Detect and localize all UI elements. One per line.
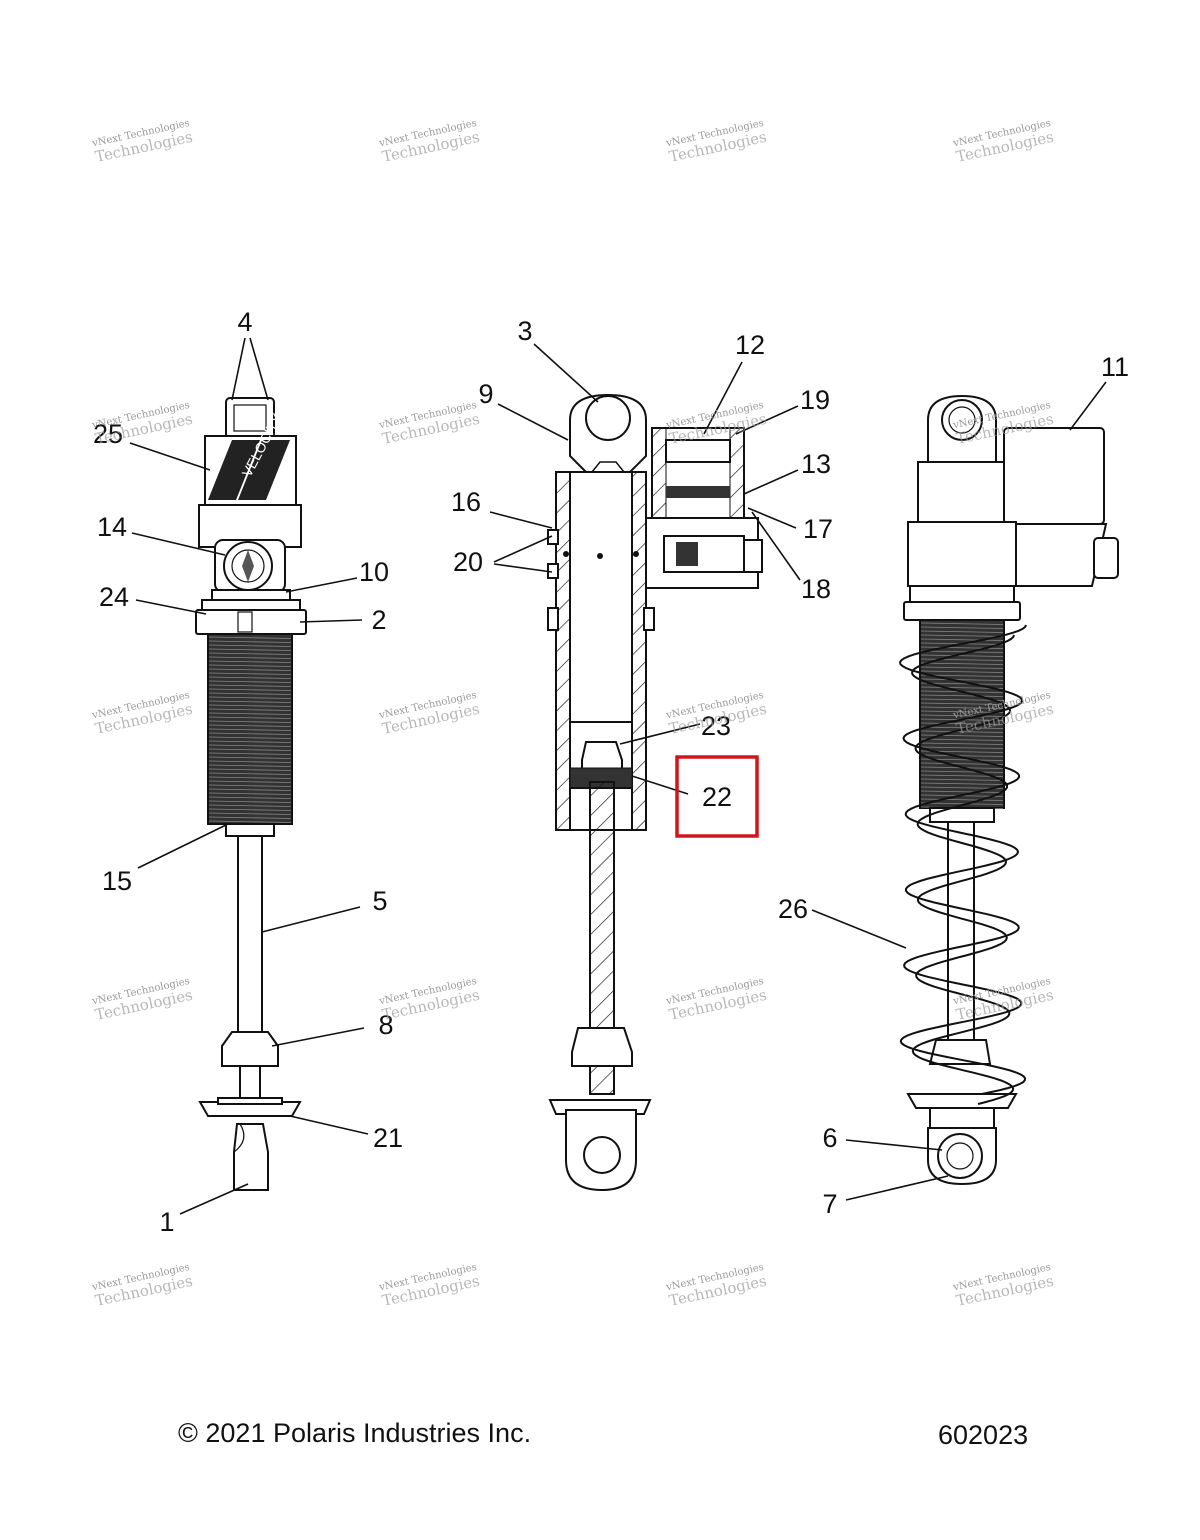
callout-9: 9 (478, 379, 493, 409)
callout-labels: 1 2 3 4 5 6 7 8 9 10 11 12 13 14 15 16 1… (93, 307, 1129, 1237)
right-shock-assembly (899, 394, 1119, 1186)
callout-21: 21 (373, 1123, 403, 1153)
center-shock-section (547, 393, 763, 1192)
callout-6: 6 (822, 1123, 837, 1153)
callout-5: 5 (372, 886, 387, 916)
callout-3: 3 (517, 316, 532, 346)
copyright-text: © 2021 Polaris Industries Inc. (178, 1418, 532, 1448)
callout-26: 26 (778, 894, 808, 924)
callout-15: 15 (102, 866, 132, 896)
callout-4: 4 (237, 307, 252, 337)
callout-16: 16 (451, 487, 481, 517)
callout-13: 13 (801, 449, 831, 479)
callout-22: 22 (702, 782, 732, 812)
callout-24: 24 (99, 582, 129, 612)
left-shock-assembly: VELOCITY (195, 397, 307, 1191)
callout-2: 2 (371, 605, 386, 635)
callout-12: 12 (735, 330, 765, 360)
highlight-box-22 (675, 755, 759, 838)
callout-18: 18 (801, 574, 831, 604)
callout-17: 17 (803, 514, 833, 544)
callout-11: 11 (1101, 352, 1129, 382)
leader-lines (129, 337, 1107, 1215)
callout-20: 20 (453, 547, 483, 577)
callout-25: 25 (93, 419, 123, 449)
callout-8: 8 (378, 1010, 393, 1040)
callout-23: 23 (701, 711, 731, 741)
diagram-number: 602023 (938, 1420, 1029, 1450)
callout-7: 7 (822, 1189, 837, 1219)
callout-19: 19 (800, 385, 830, 415)
callout-10: 10 (359, 557, 389, 587)
callout-1: 1 (159, 1207, 174, 1237)
callout-14: 14 (97, 512, 127, 542)
